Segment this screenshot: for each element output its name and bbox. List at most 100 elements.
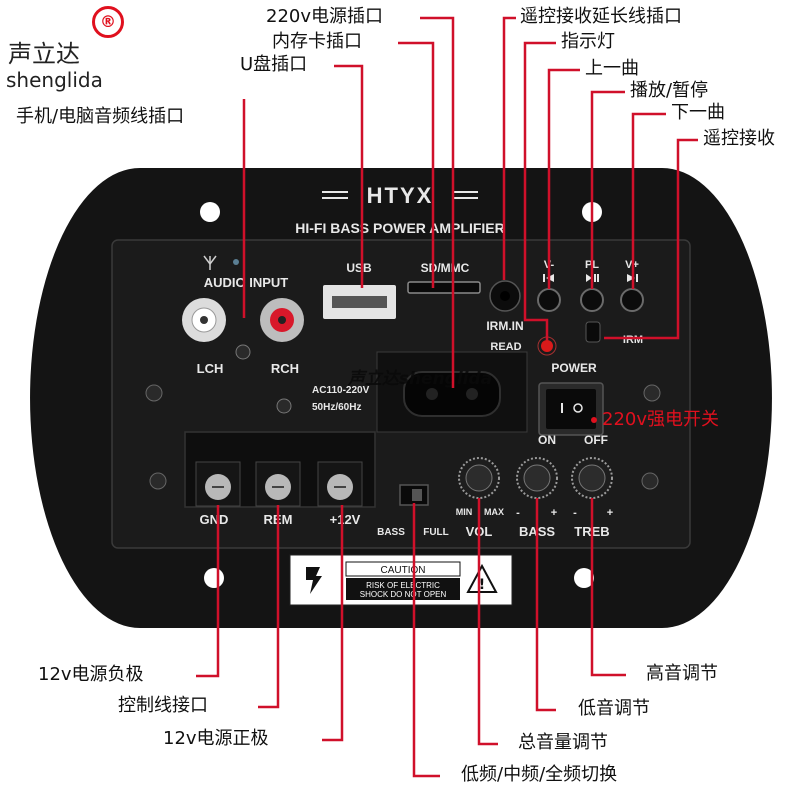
callout-remote-extension: 遥控接收延长线插口: [520, 6, 682, 27]
callout-pos-12v: 12v电源正极: [163, 728, 269, 749]
ac-screw: [276, 398, 292, 414]
leader-pos-12v: [322, 505, 344, 742]
mount-hole-top-left: [200, 202, 220, 222]
callout-play-pause: 播放/暂停: [630, 80, 709, 101]
next-track-icon: [627, 274, 638, 282]
gnd-terminal[interactable]: [195, 461, 241, 507]
prev-track-button[interactable]: [537, 288, 561, 312]
watermark: 声立达shenglida: [347, 369, 492, 389]
bass-minus-label: -: [516, 507, 520, 519]
rca-screw: [235, 344, 251, 360]
min-label: MIN: [456, 507, 473, 517]
leader-remote-rx: [604, 138, 698, 340]
status-led: [233, 259, 239, 265]
bass-plus-label: +: [551, 507, 557, 519]
screw-left: [145, 384, 163, 402]
irm-in-label: IRM.IN: [486, 319, 523, 333]
registered-mark: ®: [92, 6, 124, 38]
remote-extension-jack[interactable]: [489, 280, 521, 312]
play-pause-button[interactable]: [580, 288, 604, 312]
play-pause-icon: [586, 274, 599, 282]
leader-next: [631, 112, 666, 289]
callout-remote-receiver: 遥控接收: [703, 128, 775, 149]
callout-next-track: 下一曲: [671, 102, 725, 123]
plus12v-terminal[interactable]: [317, 461, 363, 507]
leader-control: [258, 505, 280, 709]
irm-label: IRM: [623, 334, 643, 346]
ac-power-socket[interactable]: [403, 371, 501, 417]
screw-right: [643, 384, 661, 402]
antenna-icon: [203, 255, 217, 270]
caution-title: CAUTION: [381, 565, 426, 576]
gnd-label: GND: [200, 512, 229, 527]
power-rocker-switch[interactable]: [538, 382, 604, 436]
callout-phone-pc-audio: 手机/电脑音频线插口: [16, 106, 185, 127]
rca-jack-left[interactable]: [182, 298, 226, 342]
volume-knob[interactable]: [458, 457, 500, 499]
leader-play: [590, 90, 625, 289]
panel-logo: HTYX: [367, 183, 434, 208]
max-label: MAX: [484, 507, 504, 517]
indicator-led: [541, 340, 553, 352]
callout-control-line: 控制线接口: [118, 695, 208, 716]
callout-volume-adjust: 总音量调节: [518, 732, 608, 753]
rem-terminal[interactable]: [255, 461, 301, 507]
leader-remote-ext: [502, 16, 516, 280]
svg-text:!: !: [479, 577, 485, 593]
treb-plus-label: +: [607, 507, 613, 519]
caution-label: ! CAUTION RISK OF ELECTRIC SHOCK DO NOT …: [289, 554, 513, 606]
mount-hole-bottom-left: [204, 568, 224, 588]
leader-neg-12v: [196, 505, 220, 678]
ir-receiver: [585, 321, 601, 343]
callout-freq-switch: 低频/中频/全频切换: [461, 764, 618, 785]
mount-hole-bottom-right: [574, 568, 594, 588]
leader-power-220v: [420, 16, 455, 388]
callout-memory-card: 内存卡插口: [272, 31, 362, 52]
callout-lines: [196, 16, 698, 778]
frequency-switch[interactable]: [399, 484, 429, 506]
callout-neg-12v: 12v电源负极: [38, 664, 144, 685]
bass-switch-label: BASS: [377, 527, 405, 538]
sd-mmc-label: SD/MMC: [421, 261, 470, 275]
full-switch-label: FULL: [423, 527, 449, 538]
ac-frequency-label: 50Hz/60Hz: [312, 402, 361, 413]
screw-bottom-right: [641, 472, 659, 490]
leader-treble: [590, 498, 626, 677]
panel-subtitle: HI-FI BASS POWER AMPLIFIER: [295, 220, 504, 236]
rch-label: RCH: [271, 361, 299, 376]
power-label: POWER: [551, 361, 597, 375]
leader-volume: [477, 498, 498, 746]
callout-indicator: 指示灯: [561, 31, 615, 52]
callout-bass-adjust: 低音调节: [578, 698, 650, 719]
leader-prev: [547, 68, 580, 289]
usb-port[interactable]: [323, 285, 396, 319]
leader-freq: [412, 503, 440, 778]
ac-voltage-label: AC110-220V: [312, 385, 370, 396]
next-track-button[interactable]: [620, 288, 644, 312]
sd-card-slot[interactable]: [407, 281, 481, 294]
leader-indicator: [523, 41, 556, 340]
caution-line-2: SHOCK DO NOT OPEN: [360, 590, 447, 599]
callout-power-220v: 220v电源插口: [266, 6, 384, 27]
treb-minus-label: -: [573, 507, 577, 519]
lch-label: LCH: [197, 361, 224, 376]
screw-bottom-left: [149, 472, 167, 490]
brand-name-en: shenglida: [6, 68, 103, 92]
usb-label: USB: [346, 261, 372, 275]
callout-usb-port: U盘插口: [240, 54, 308, 75]
audio-input-label: AUDIO INPUT: [204, 275, 289, 290]
rca-jack-right[interactable]: [260, 298, 304, 342]
power-switch-marker: [591, 417, 597, 423]
bass-knob[interactable]: [516, 457, 558, 499]
leader-bass: [535, 498, 556, 712]
plus12v-label: +12V: [330, 512, 361, 527]
brand-name-cn: 声立达: [8, 40, 80, 68]
leader-usb: [334, 64, 364, 288]
leader-memory-card: [398, 41, 435, 288]
off-label: OFF: [584, 433, 608, 447]
treble-knob[interactable]: [571, 457, 613, 499]
callout-power-switch: 220v强电开关: [602, 409, 720, 430]
read-label: READ: [490, 341, 521, 353]
on-label: ON: [538, 433, 556, 447]
